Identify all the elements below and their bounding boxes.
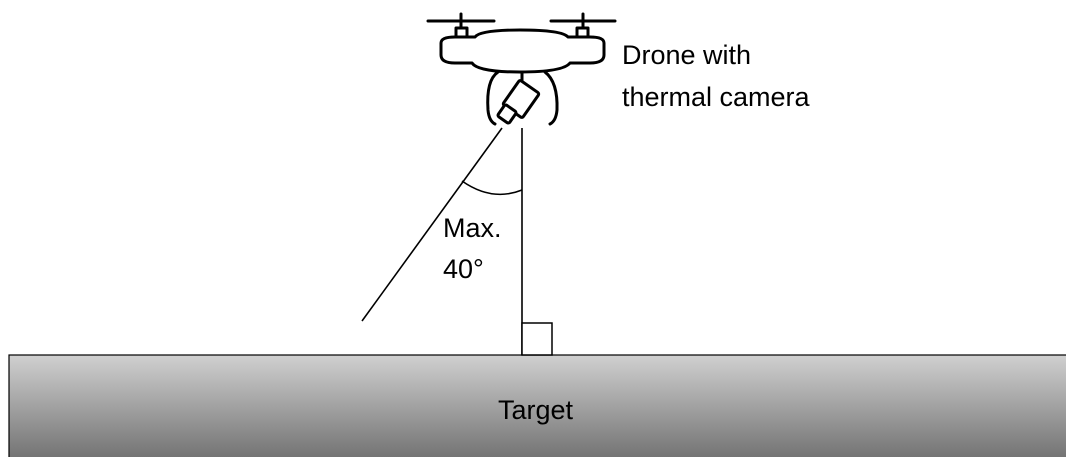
drone-icon (426, 12, 617, 126)
right-angle-marker (521, 322, 553, 356)
angle-label-line2: 40° (443, 254, 484, 284)
camera-sight-line (361, 127, 503, 322)
drone-label-line1: Drone with (622, 40, 751, 70)
angle-arc (461, 180, 523, 196)
ground-label: Target (498, 395, 574, 425)
drone-label-line2: thermal camera (622, 82, 811, 112)
ground-block (8, 354, 1066, 457)
thermal-camera-icon (496, 70, 541, 125)
angle-label-line1: Max. (443, 213, 502, 243)
